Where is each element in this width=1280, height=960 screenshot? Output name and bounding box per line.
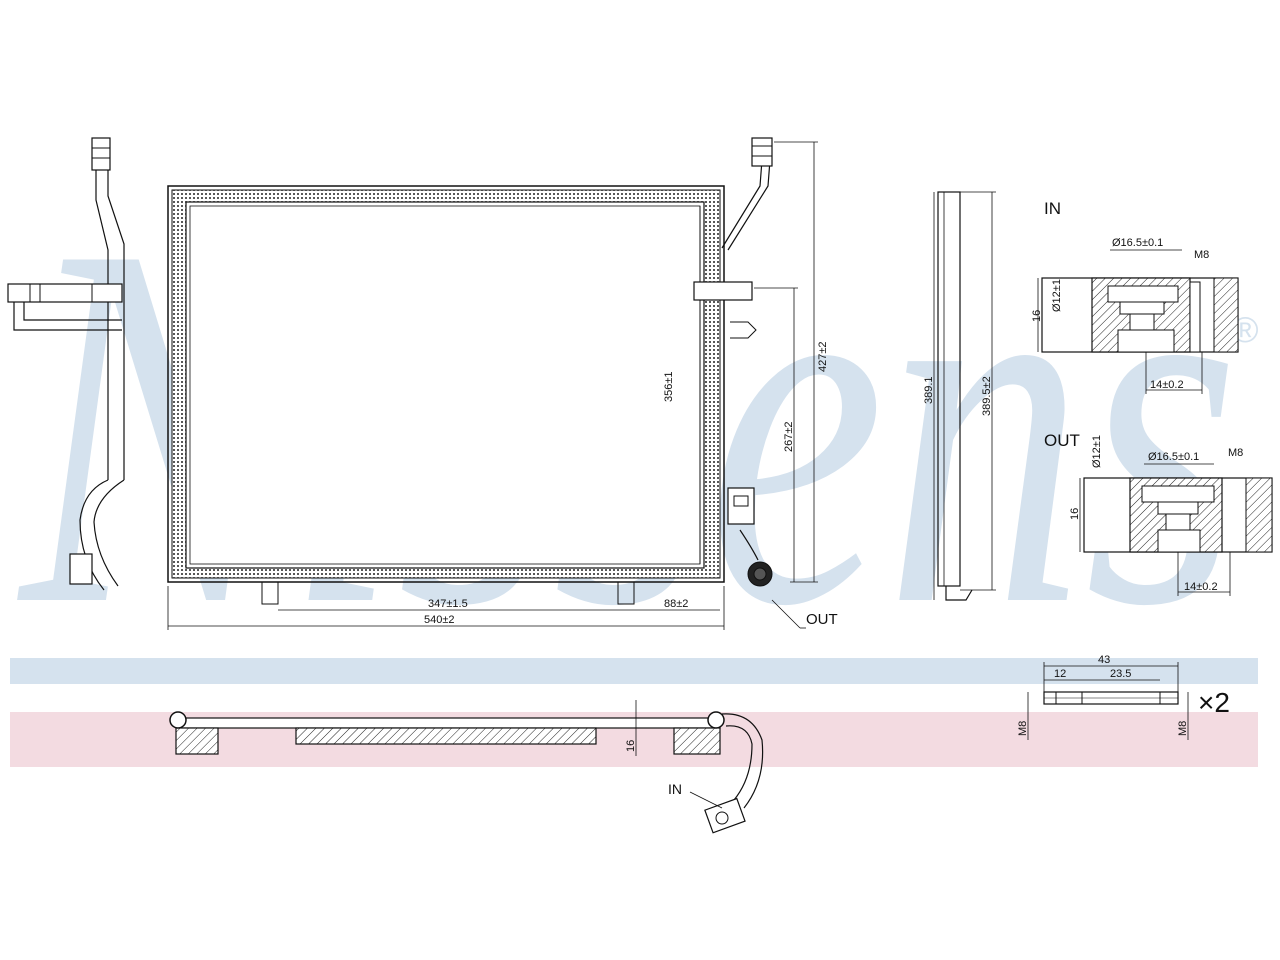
dim-bolt-length: 43 bbox=[1098, 654, 1110, 666]
dim-tank-offset: 88±2 bbox=[664, 598, 688, 610]
bottom-view bbox=[169, 711, 764, 834]
dim-pipe-height: 267±2 bbox=[783, 421, 795, 452]
dim-in-height: 16 bbox=[1031, 310, 1043, 322]
dim-out-small: Ø12±1 bbox=[1091, 435, 1103, 468]
label-in-bottom: IN bbox=[668, 781, 682, 797]
dim-bolt-thread-a: M8 bbox=[1017, 721, 1029, 736]
side-view bbox=[937, 191, 973, 601]
dim-bottom-thickness: 16 bbox=[625, 740, 637, 752]
dimension-lines bbox=[167, 141, 1231, 809]
dim-out-thread: M8 bbox=[1228, 447, 1243, 459]
dim-out-height: 16 bbox=[1069, 508, 1081, 520]
dim-overall-width: 540±2 bbox=[424, 614, 455, 626]
dim-bolt-b: 23.5 bbox=[1110, 668, 1131, 680]
label-multiplier: ×2 bbox=[1198, 687, 1230, 718]
dim-side-height-b: 389.5±2 bbox=[981, 376, 993, 416]
dim-core-width: 347±1.5 bbox=[428, 598, 468, 610]
dim-bolt-thread-b: M8 bbox=[1177, 721, 1189, 736]
bolt-detail bbox=[1043, 691, 1179, 705]
dim-in-bore: Ø16.5±0.1 bbox=[1112, 237, 1163, 249]
dim-overall-height: 427±2 bbox=[817, 341, 829, 372]
dim-bolt-a: 12 bbox=[1054, 668, 1066, 680]
label-detail-out: OUT bbox=[1044, 431, 1080, 450]
dim-out-spacing: 14±0.2 bbox=[1184, 581, 1218, 593]
dim-out-bore: Ø16.5±0.1 bbox=[1148, 451, 1199, 463]
dim-in-small: Ø12±1 bbox=[1051, 279, 1063, 312]
condenser-front-view bbox=[167, 137, 773, 605]
dim-in-spacing: 14±0.2 bbox=[1150, 379, 1184, 391]
dim-core-height: 356±1 bbox=[663, 371, 675, 402]
dim-in-thread: M8 bbox=[1194, 249, 1209, 261]
out-detail-section bbox=[1083, 477, 1273, 553]
dim-side-height-a: 389.1 bbox=[923, 376, 935, 404]
label-out-port: OUT bbox=[806, 611, 838, 628]
in-detail-section bbox=[1041, 277, 1239, 353]
label-detail-in: IN bbox=[1044, 199, 1061, 218]
left-pipe-assembly bbox=[7, 137, 125, 591]
